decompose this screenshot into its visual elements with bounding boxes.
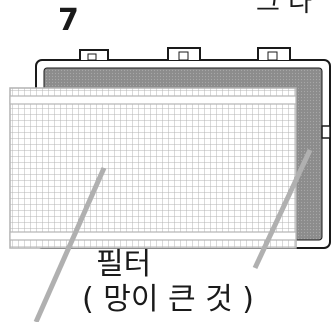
frame-tab [167, 47, 201, 61]
leader-line-right [252, 148, 313, 270]
header-fragment: 그 다 [256, 0, 313, 18]
frame-tab [257, 47, 291, 61]
frame-tab [79, 49, 109, 61]
step-number: 7 [58, 3, 79, 38]
filter-label-note: ( 망이 큰 것 ) [82, 282, 254, 317]
mesh-rail-top [9, 95, 297, 105]
filter-label: 필터 [96, 247, 152, 282]
mesh-rail-bottom [9, 231, 297, 241]
coarse-mesh-filter-screen [9, 87, 297, 249]
frame-notch [321, 125, 331, 139]
leader-line-left [33, 166, 107, 324]
